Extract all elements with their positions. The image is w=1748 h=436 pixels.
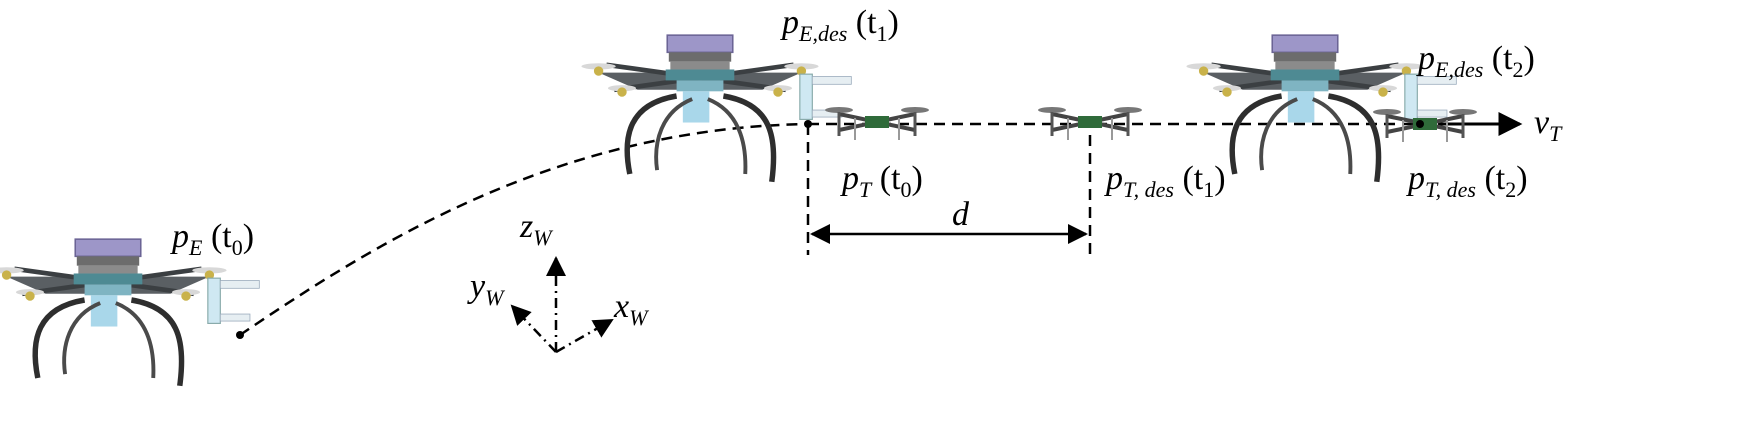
label-pEdes-t2: pE,des (t2) <box>1418 40 1535 82</box>
world-y-axis <box>510 304 557 353</box>
label-pE-t0: pE (t0) <box>172 218 255 260</box>
target-start-point <box>804 120 812 128</box>
ego-drone-t1 <box>581 35 851 182</box>
label-pEdes-t1: pE,des (t1) <box>782 4 899 46</box>
target-des-point-t2 <box>1416 120 1424 128</box>
world-x-axis <box>555 318 614 354</box>
label-pTdes-t2: pT, des (t2) <box>1408 160 1528 202</box>
label-axis-z: zW <box>520 208 552 250</box>
ego-drone-t0 <box>0 239 259 386</box>
label-axis-y: yW <box>470 268 504 310</box>
target-drone-t0 <box>823 105 931 142</box>
label-axis-x: xW <box>614 288 648 330</box>
label-pTdes-t1: pT, des (t1) <box>1106 160 1226 202</box>
ego-start-point <box>236 331 244 339</box>
label-pT-t0: pT (t0) <box>842 160 923 202</box>
label-velocity-vT: vT <box>1534 104 1562 146</box>
ego-trajectory <box>239 122 809 337</box>
label-distance-d: d <box>952 196 969 233</box>
